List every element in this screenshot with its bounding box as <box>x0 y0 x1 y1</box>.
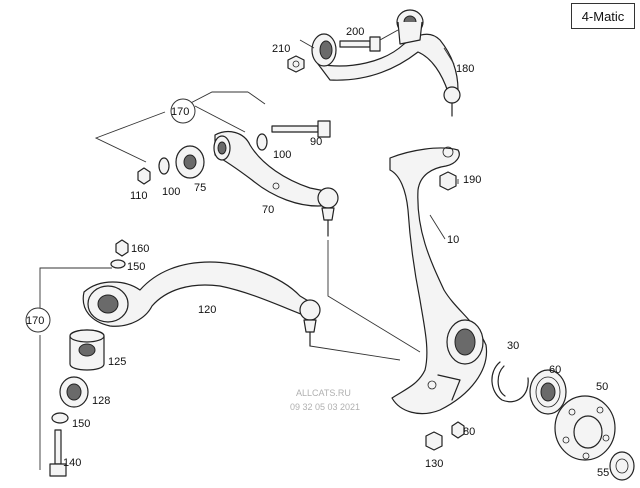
wheel-hub-50 <box>554 395 616 461</box>
label-90: 90 <box>310 136 322 148</box>
nut-190 <box>439 171 457 191</box>
ring-128 <box>59 376 89 408</box>
callout-circle-170-top <box>170 98 196 124</box>
front-lower-arm <box>213 131 339 237</box>
label-128: 128 <box>92 395 110 407</box>
cap-55 <box>609 451 635 481</box>
label-75: 75 <box>194 182 206 194</box>
label-170-left: 170 <box>26 315 44 327</box>
label-150-upper: 150 <box>127 261 145 273</box>
label-180: 180 <box>456 63 474 75</box>
label-125: 125 <box>108 356 126 368</box>
tension-strut <box>82 261 321 347</box>
label-200: 200 <box>346 26 364 38</box>
hydro-bushing-125 <box>69 329 105 371</box>
bearing-60 <box>529 369 567 415</box>
label-100-left: 100 <box>162 186 180 198</box>
circlip-30 <box>491 361 529 403</box>
label-110: 110 <box>130 190 148 202</box>
label-100-right: 100 <box>273 149 291 161</box>
label-140: 140 <box>63 457 81 469</box>
nut-130 <box>425 431 443 451</box>
label-160: 160 <box>131 243 149 255</box>
nut-210 <box>287 55 305 73</box>
label-30: 30 <box>507 340 519 352</box>
watermark-site: ALLCATS.RU <box>296 388 351 398</box>
steering-knuckle <box>389 146 488 415</box>
variant-badge: 4-Matic <box>571 3 635 29</box>
label-170-top: 170 <box>171 106 189 118</box>
bushing-75 <box>175 145 205 179</box>
callout-circle-170-left <box>25 307 51 333</box>
washer-150-lower <box>51 412 69 424</box>
upper-control-arm <box>311 9 461 117</box>
bolt-140 <box>49 429 67 477</box>
watermark-date: 09 32 05 03 2021 <box>290 402 360 412</box>
nut-80 <box>451 421 465 439</box>
washer-150-upper <box>110 259 126 269</box>
label-190: 190 <box>463 174 481 186</box>
label-130: 130 <box>425 458 443 470</box>
label-60: 60 <box>549 364 561 376</box>
nut-160 <box>115 239 129 257</box>
washer-100-right <box>256 133 268 151</box>
label-10: 10 <box>447 234 459 246</box>
washer-100-left <box>158 157 170 175</box>
label-210: 210 <box>272 43 290 55</box>
nut-110 <box>137 167 151 185</box>
label-70: 70 <box>262 204 274 216</box>
label-80: 80 <box>463 426 475 438</box>
label-50: 50 <box>596 381 608 393</box>
reference-lines <box>39 29 459 470</box>
bolt-200 <box>339 36 381 52</box>
label-150-lower: 150 <box>72 418 90 430</box>
label-55: 55 <box>597 467 609 479</box>
bolt-90 <box>271 120 331 138</box>
label-120: 120 <box>198 304 216 316</box>
